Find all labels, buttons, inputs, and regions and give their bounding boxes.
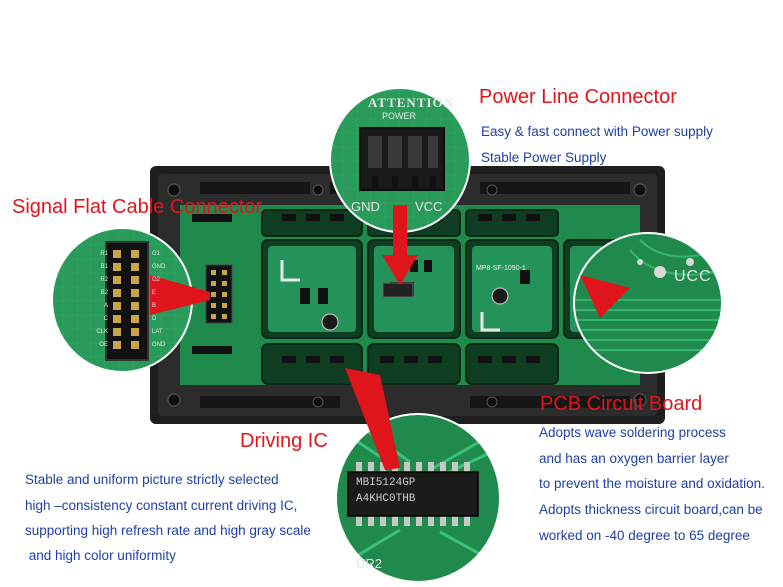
driving-desc-line: supporting high refresh rate and high gr… — [25, 523, 311, 538]
driving-desc-line: Stable and uniform picture strictly sele… — [25, 472, 279, 487]
signal-pins-left: R1 B1 R2 B2 A C CLK OE — [88, 248, 108, 352]
power-silk-label: POWER — [382, 111, 417, 121]
pin-label: OE — [99, 342, 108, 348]
signal-arrow-icon — [150, 275, 210, 315]
pin-label: D — [152, 316, 157, 322]
signal-title: Signal Flat Cable Connector — [12, 196, 263, 218]
ic-zoom-circle — [335, 413, 501, 583]
power-desc-line: Stable Power Supply — [481, 150, 607, 165]
pcb-desc-line: Adopts wave soldering process — [539, 425, 726, 440]
pin-label: C — [103, 316, 108, 322]
pin-label: B — [152, 303, 157, 309]
pin-label: R2 — [100, 277, 108, 283]
pcb-arrow-icon — [580, 275, 630, 318]
board-model-label: MP8-SF-1090-1 — [476, 265, 526, 272]
pin-label: B2 — [100, 290, 108, 296]
ic-ref-label: UR2 — [356, 556, 383, 571]
power-title: Power Line Connector — [479, 86, 677, 108]
pin-label: B1 — [100, 264, 108, 270]
pcb-desc-line: worked on -40 degree to 65 degree — [539, 528, 750, 543]
callout-arrows — [150, 205, 630, 470]
pin-label: CLK — [96, 329, 108, 335]
pcb-ucc-mark: UCC — [674, 268, 712, 285]
attention-label: ATTENTION — [368, 95, 455, 110]
pcb-desc-line: to prevent the moisture and oxidation. — [539, 476, 765, 491]
pin-label: LAT — [152, 329, 163, 335]
pin-label: GND — [152, 264, 166, 270]
pin-label: E — [152, 290, 157, 296]
pin-label: G1 — [152, 251, 161, 257]
pcb-desc-line: and has an oxygen barrier layer — [539, 451, 729, 466]
pin-label: G2 — [152, 277, 161, 283]
pin-label: R1 — [100, 251, 108, 257]
power-arrow-icon — [382, 205, 418, 285]
chip-marking-line2: A4KHC0THB — [356, 493, 416, 505]
vcc-label: VCC — [415, 199, 443, 214]
power-desc-line: Easy & fast connect with Power supply — [481, 124, 713, 139]
signal-pins-right: G1 GND G2 E B D LAT GND — [152, 248, 176, 352]
ic-arrow-icon — [345, 368, 400, 470]
pcb-desc-line: Adopts thickness circuit board,can be — [539, 502, 763, 517]
gnd-label: GND — [351, 199, 380, 214]
driving-desc-line: and high color uniformity — [25, 548, 176, 563]
pin-label: A — [103, 303, 108, 309]
pcb-title: PCB Circuit Board — [540, 393, 703, 415]
pin-label: GND — [152, 342, 166, 348]
chip-marking-line1: MBI5124GP — [356, 477, 416, 489]
driving-ic-title: Driving IC — [240, 430, 328, 452]
driving-desc-line: high –consistency constant current drivi… — [25, 498, 298, 513]
